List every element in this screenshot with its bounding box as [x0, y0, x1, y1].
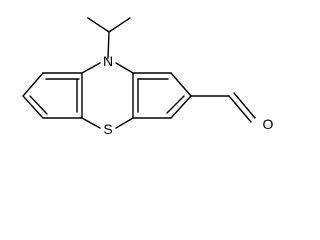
atom-labels: N S O: [103, 53, 274, 137]
bond-carbonyl-single: [228, 95, 252, 123]
bond-n-left-ring: [81, 62, 101, 74]
bond-isopropyl-methyl-left: [87, 17, 110, 33]
atom-sulfur: S: [103, 121, 112, 137]
bond-right-ring-double-2: [166, 95, 185, 114]
bond-s-left-ring: [81, 117, 101, 129]
bond-carbonyl-double: [233, 92, 256, 119]
bond-left-ring-c: [22, 95, 44, 119]
bond-right-ring-c: [170, 95, 192, 119]
bond-n-isopropyl-ch: [107, 31, 110, 59]
bond-n-right-ring: [115, 62, 134, 74]
bond-left-ring-double-2: [29, 95, 48, 115]
bonds: [22, 17, 256, 129]
atom-nitrogen: N: [103, 53, 113, 69]
bond-s-right-ring: [115, 117, 134, 129]
bond-right-ring-b: [170, 72, 192, 97]
chemical-structure: N S O: [22, 17, 274, 137]
bond-left-ring-b: [22, 72, 44, 97]
atom-oxygen: O: [263, 116, 274, 132]
bond-isopropyl-methyl-right: [108, 17, 131, 33]
